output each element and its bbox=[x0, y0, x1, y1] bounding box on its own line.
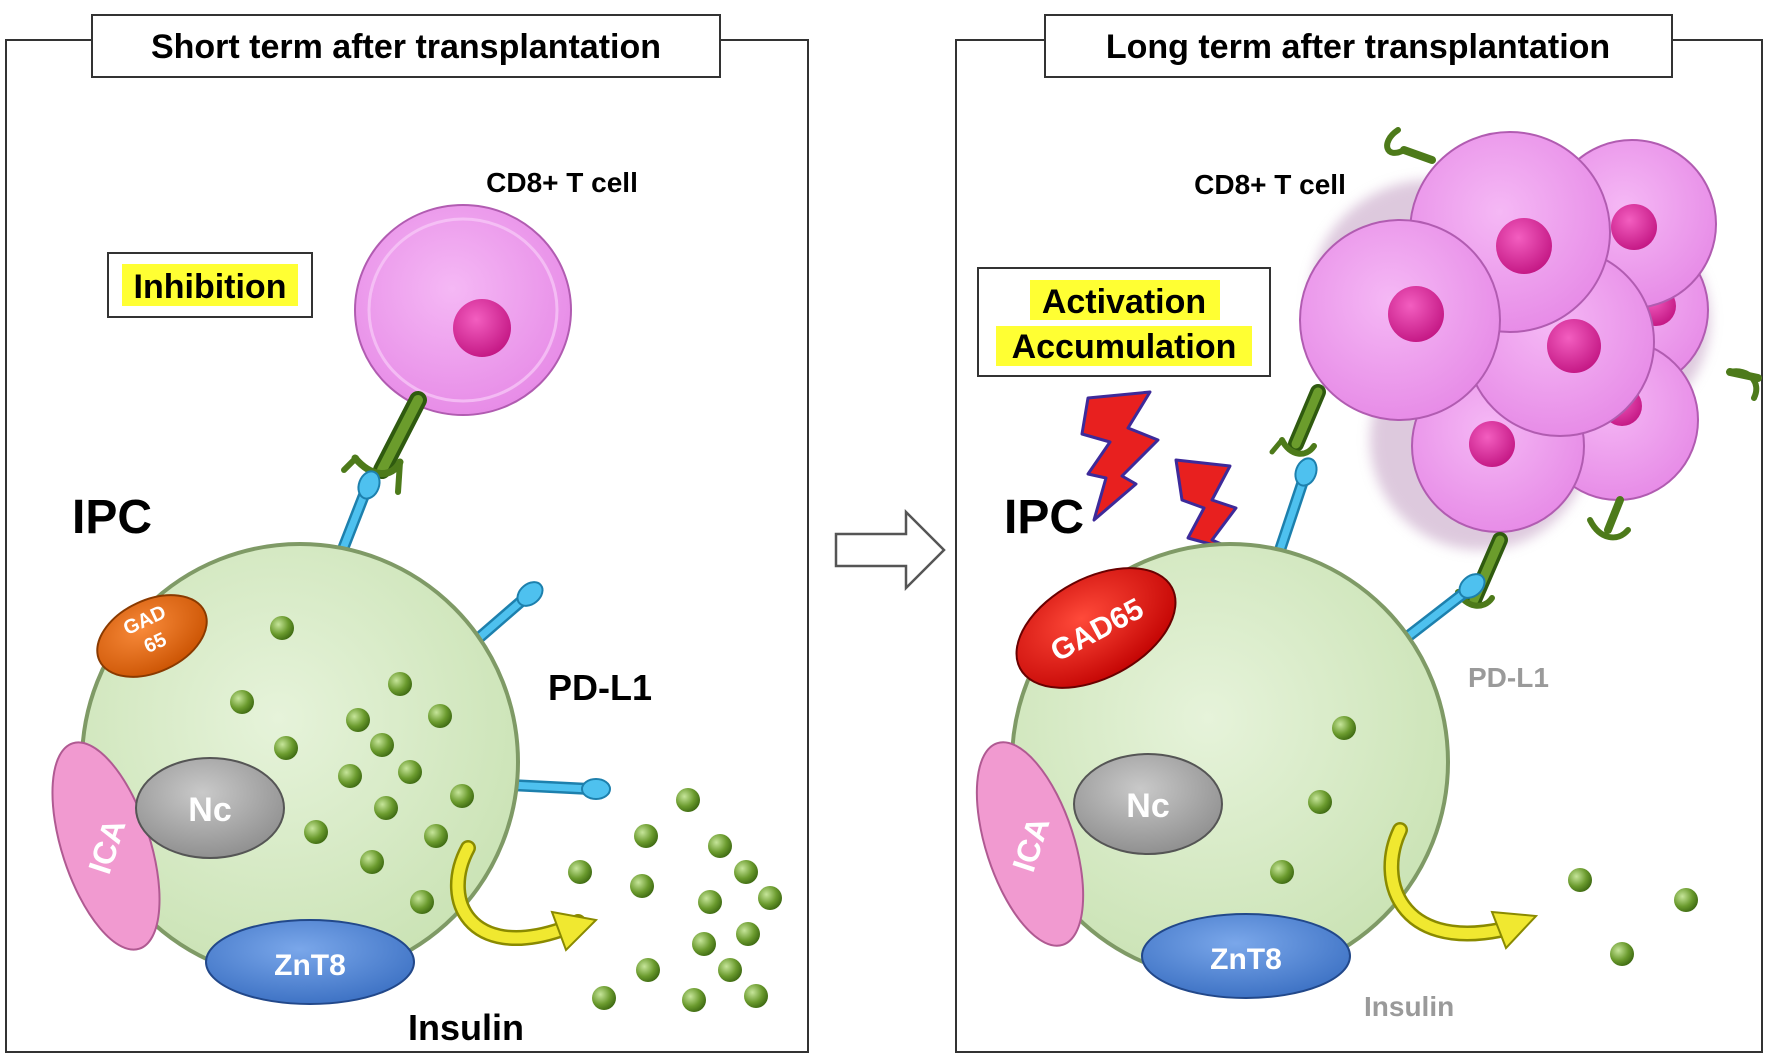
accumulation-label: Accumulation bbox=[1012, 328, 1237, 366]
transition-arrow bbox=[834, 508, 946, 592]
right-panel-title: Long term after transplantation bbox=[1106, 28, 1610, 66]
right-t-cell-cluster bbox=[1299, 131, 1717, 550]
activation-label: Activation bbox=[1042, 283, 1206, 321]
left-secretion-arrow bbox=[452, 842, 566, 944]
left-t-cell-label: CD8+ T cell bbox=[486, 167, 638, 198]
inhibition-highlight bbox=[122, 264, 298, 306]
right-title-box bbox=[1044, 14, 1673, 78]
left-panel: Short term after transplantation Inhibit… bbox=[5, 14, 809, 1053]
left-ipc-label: IPC bbox=[72, 491, 152, 544]
right-insulin-granules-inside bbox=[1270, 716, 1356, 884]
left-znt8-antigen: ZnT8 bbox=[205, 919, 415, 1005]
right-secretion-arrowhead bbox=[1490, 910, 1539, 950]
activation-highlight bbox=[1030, 280, 1220, 320]
left-tcr-receptor bbox=[341, 391, 427, 495]
left-pd-l1-label: PD-L1 bbox=[548, 667, 652, 708]
left-panel-frame bbox=[5, 39, 809, 1053]
left-t-cell-nucleus bbox=[453, 299, 511, 357]
right-t-cell-front bbox=[1299, 219, 1501, 421]
left-znt8-label: ZnT8 bbox=[274, 949, 346, 982]
accumulation-highlight bbox=[996, 326, 1252, 366]
right-ica-antigen: ICA bbox=[975, 741, 1085, 947]
right-znt8-antigen: ZnT8 bbox=[1141, 913, 1351, 999]
inhibition-label: Inhibition bbox=[134, 268, 287, 306]
right-pd-l1-label: PD-L1 bbox=[1468, 662, 1549, 693]
right-znt8-label: ZnT8 bbox=[1210, 943, 1282, 976]
left-title-box bbox=[91, 14, 721, 78]
left-insulin-label: Insulin bbox=[408, 1007, 524, 1048]
right-nucleus-label: Nc bbox=[1126, 787, 1169, 825]
left-insulin-granules-secreted bbox=[568, 788, 782, 1012]
left-nucleus-label: Nc bbox=[188, 791, 231, 829]
right-secretion-arrow bbox=[1385, 824, 1506, 939]
left-t-cell bbox=[354, 204, 572, 416]
right-panel-frame bbox=[955, 39, 1763, 1053]
left-secretion-arrowhead bbox=[550, 910, 599, 952]
left-ica-antigen: ICA bbox=[51, 741, 161, 951]
right-insulin-label: Insulin bbox=[1364, 991, 1454, 1022]
right-t-cell-label: CD8+ T cell bbox=[1194, 169, 1346, 200]
right-insulin-granules-secreted bbox=[1568, 868, 1698, 966]
left-insulin-granules-inside bbox=[230, 616, 474, 914]
right-ipc-label: IPC bbox=[1004, 491, 1084, 544]
right-nucleus: Nc bbox=[1073, 753, 1223, 855]
left-nucleus: Nc bbox=[135, 757, 285, 859]
right-gad65-antigen: GAD65 bbox=[1015, 567, 1177, 689]
left-panel-title: Short term after transplantation bbox=[151, 28, 661, 66]
right-panel: Long term after transplantation Activati… bbox=[955, 14, 1763, 1053]
right-tcr-receptors bbox=[1269, 127, 1762, 609]
left-gad65-antigen: GAD 65 bbox=[96, 594, 208, 678]
